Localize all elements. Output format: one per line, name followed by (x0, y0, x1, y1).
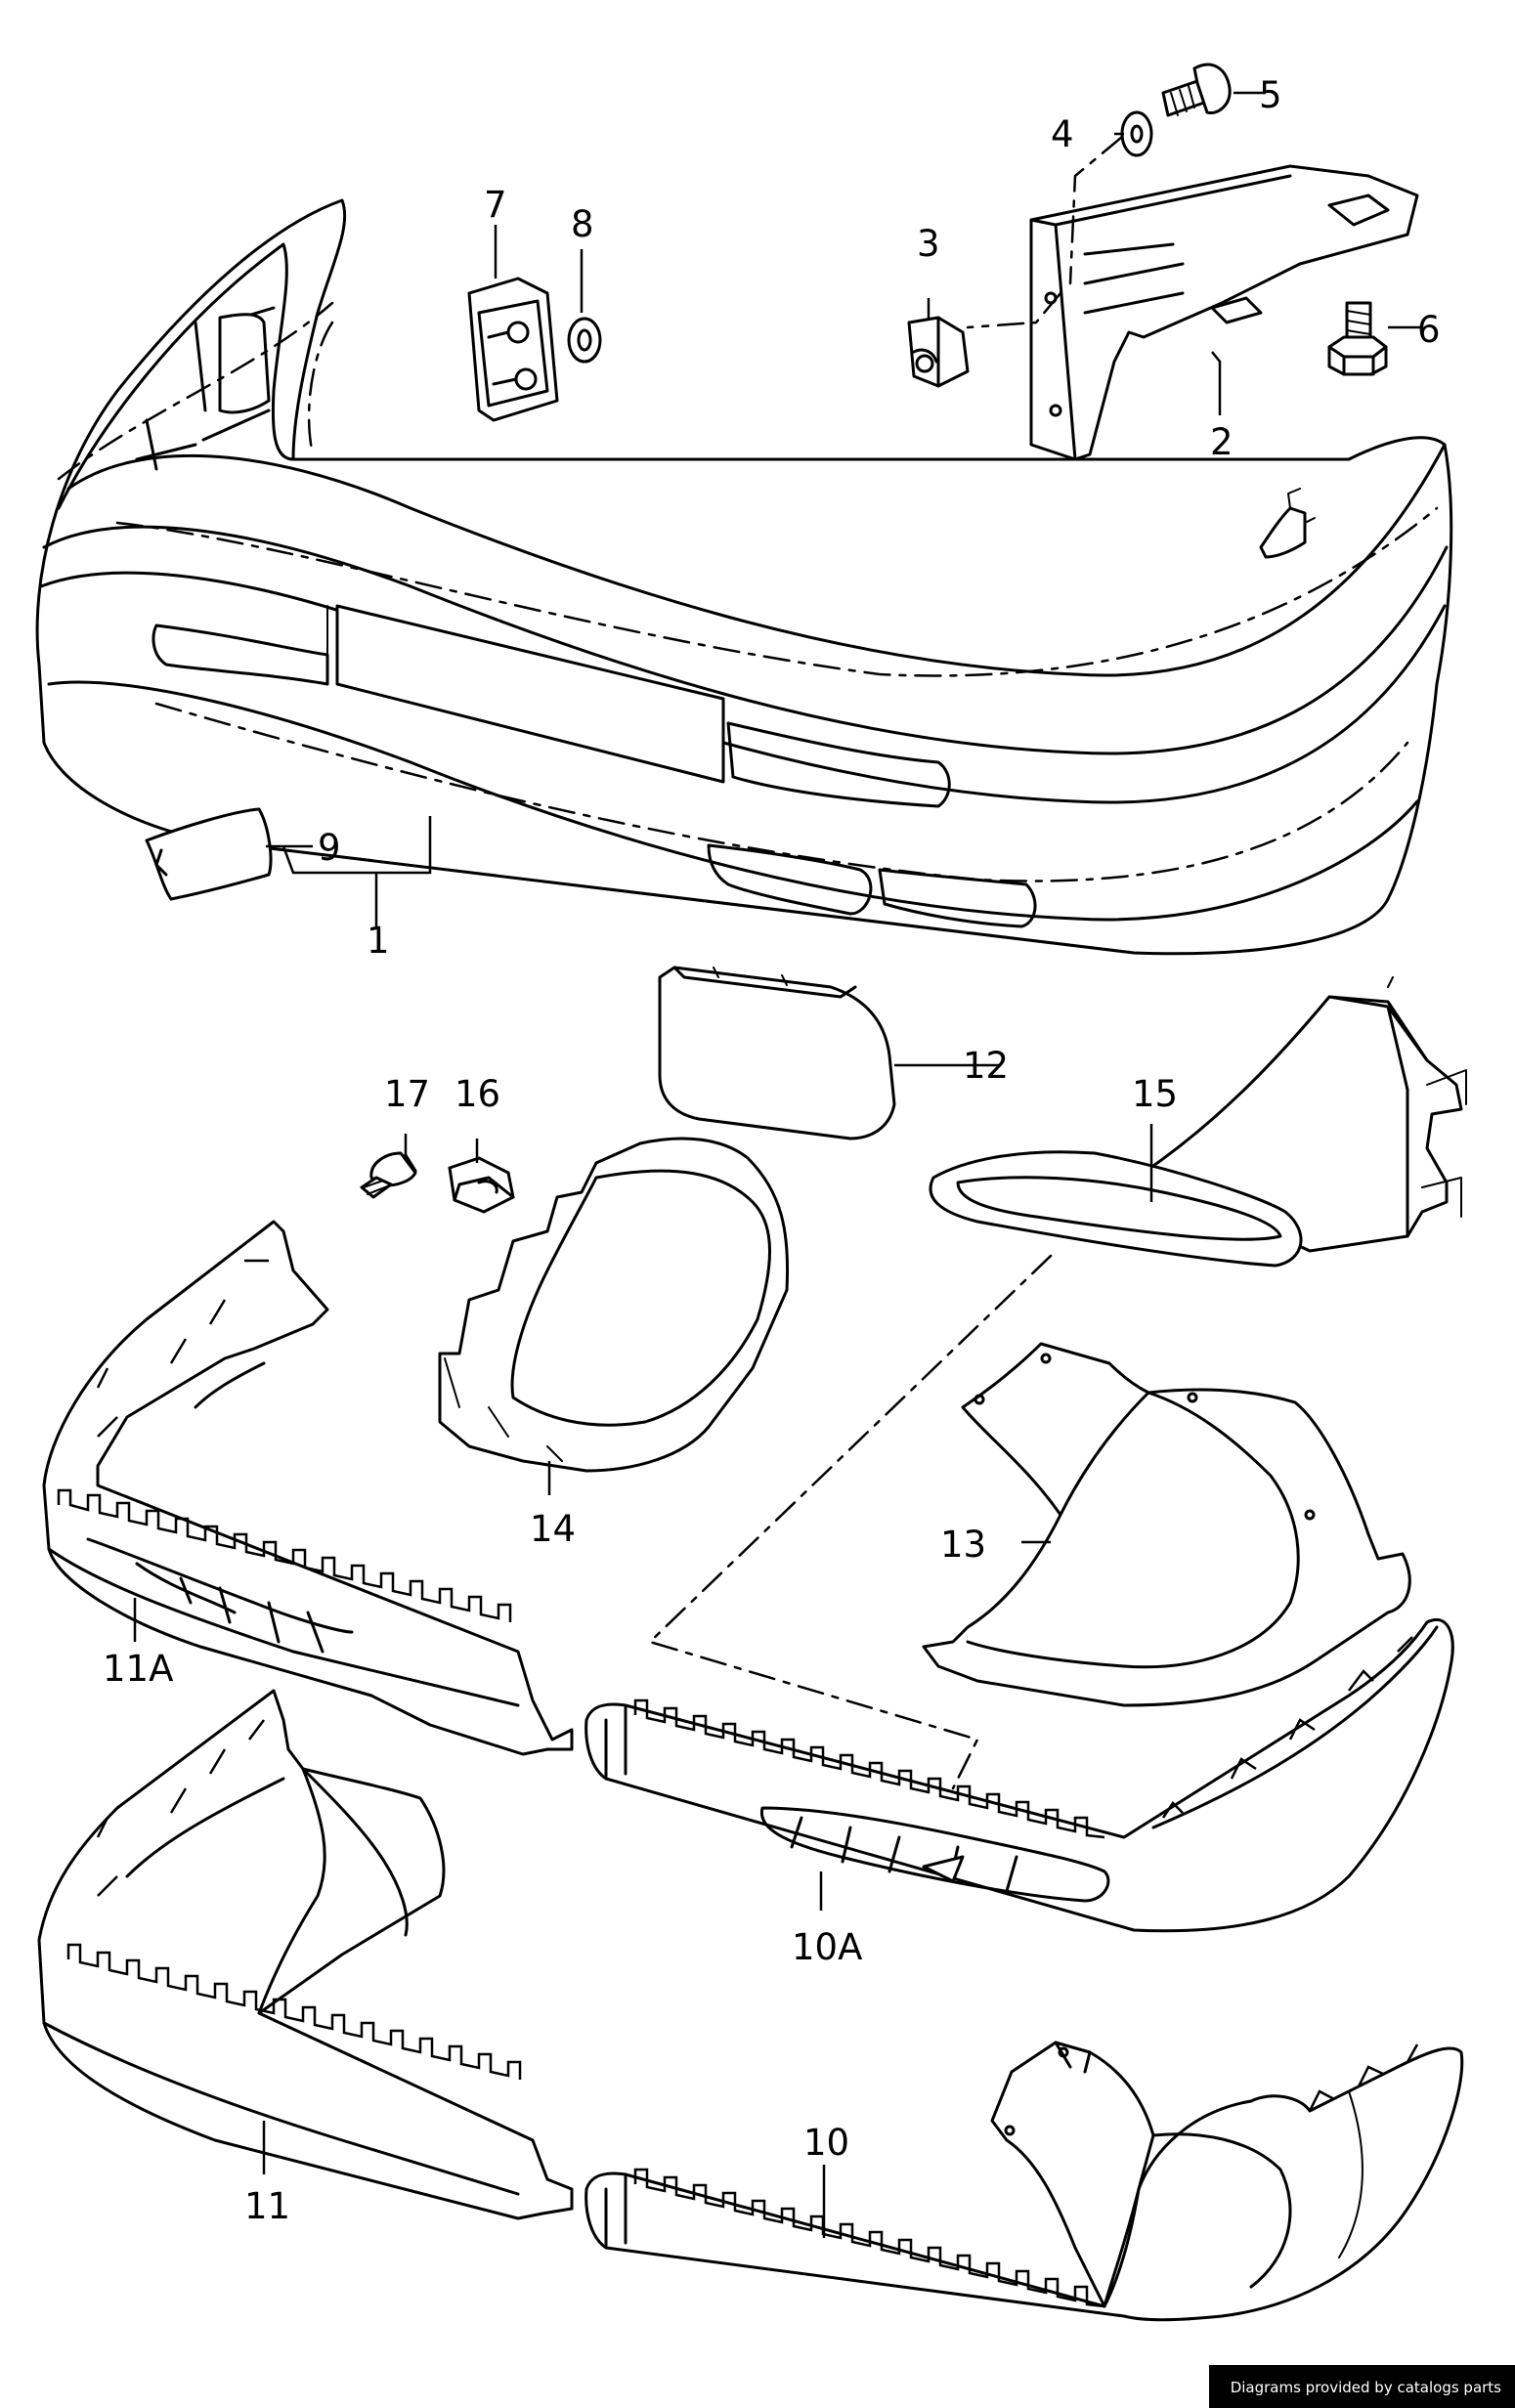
end-cap-9 (145, 807, 273, 901)
label-11: 11 (244, 2185, 290, 2227)
label-4: 4 (1051, 113, 1074, 155)
air-duct-15 (929, 976, 1467, 1268)
label-8: 8 (571, 203, 594, 245)
mounting-bracket (966, 164, 1419, 461)
spoiler-10a (584, 1618, 1454, 1933)
blanking-plate-12 (658, 966, 896, 1140)
label-13: 13 (940, 1524, 986, 1566)
bolt-6 (1327, 301, 1388, 376)
deflector-13 (922, 1342, 1411, 1707)
label-17: 17 (384, 1073, 430, 1115)
spoiler-11a (42, 1220, 574, 1756)
fog-frame-14 (438, 1137, 790, 1473)
label-10: 10 (803, 2122, 849, 2164)
screw-17 (360, 1151, 417, 1199)
u-nut-16 (448, 1156, 515, 1214)
label-7: 7 (484, 184, 507, 226)
washer-8 (567, 317, 602, 364)
label-11a: 11A (103, 1648, 173, 1690)
callout-labels: 1 2 3 4 5 6 7 8 9 10 10A 11 11A 12 13 14… (103, 74, 1441, 2227)
plate-bracket-7 (467, 277, 559, 422)
spoiler-10 (584, 2041, 1464, 2322)
label-14: 14 (530, 1508, 576, 1550)
label-5: 5 (1259, 74, 1282, 116)
label-2: 2 (1210, 421, 1234, 463)
label-10a: 10A (792, 1926, 862, 1968)
label-3: 3 (917, 223, 940, 265)
spoiler-11 (37, 1689, 574, 2220)
leader-lines (133, 91, 1422, 2238)
credit-badge: Diagrams provided by catalogs parts (1208, 2365, 1515, 2408)
label-16: 16 (454, 1073, 500, 1115)
bumper-cover (35, 198, 1453, 956)
label-1: 1 (367, 920, 390, 962)
label-15: 15 (1132, 1073, 1178, 1115)
screw-5 (1161, 63, 1232, 117)
washer-4 (1120, 110, 1153, 157)
assembly-line-15 (647, 1254, 1053, 1790)
nut-clip (907, 316, 970, 388)
assembly-line-4 (1068, 135, 1124, 285)
label-9: 9 (318, 827, 341, 869)
label-12: 12 (963, 1045, 1009, 1087)
label-6: 6 (1417, 309, 1441, 351)
